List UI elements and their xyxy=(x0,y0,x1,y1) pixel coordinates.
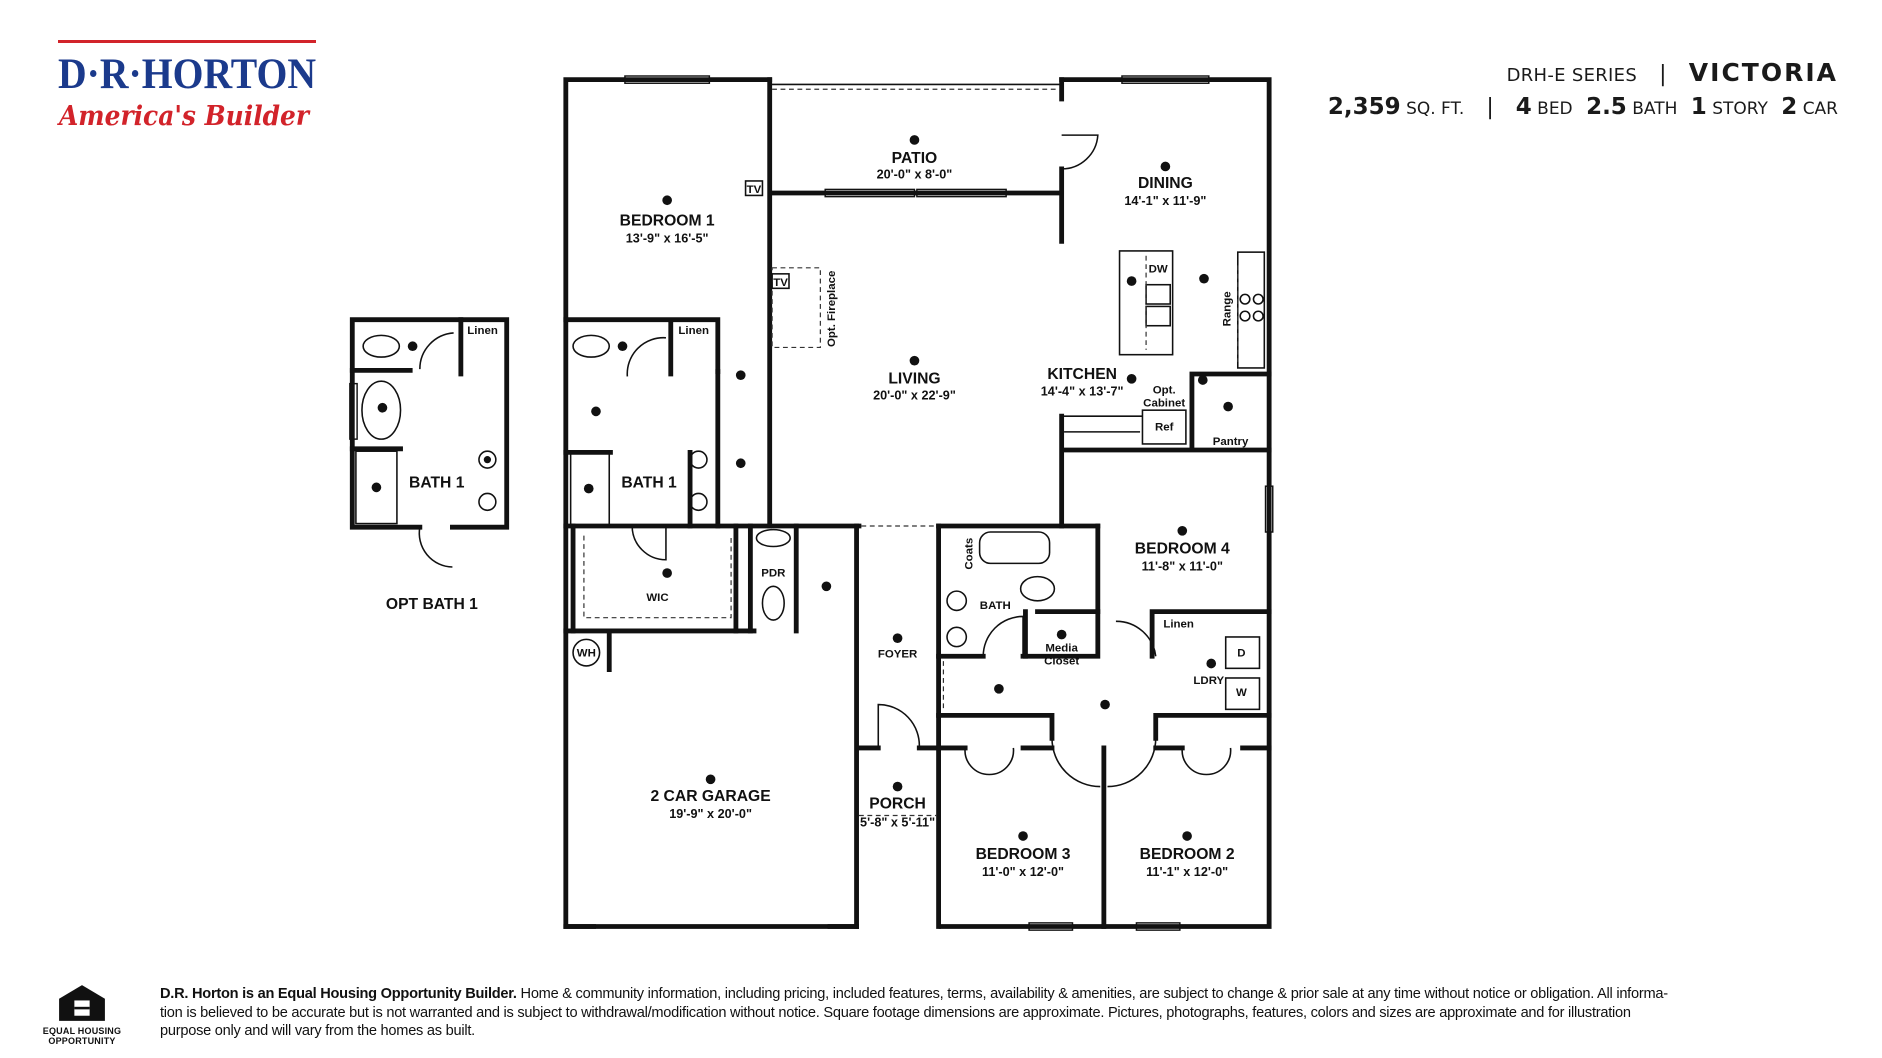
room-bedroom-3: BEDROOM 3 11'-0" x 12'-0" xyxy=(976,846,1071,879)
opt-bath-title: OPT BATH 1 xyxy=(386,596,478,613)
label-opt-cabinet: Cabinet xyxy=(1143,398,1185,410)
sqft-unit: SQ. FT. xyxy=(1406,99,1465,119)
label-linen: Linen xyxy=(1163,618,1194,630)
baths-value: 2.5 xyxy=(1586,94,1627,120)
equal-housing-icon xyxy=(59,985,105,1021)
label-bath-1: BATH 1 xyxy=(621,474,677,491)
room-dims: 20'-0" x 8'-0" xyxy=(877,168,953,182)
room-name: BEDROOM 3 xyxy=(976,846,1071,863)
room-dims: 5'-8" x 5'-11" xyxy=(860,815,935,829)
label-opt-fireplace: Opt. Fireplace xyxy=(826,271,838,347)
label-washer: W xyxy=(1236,687,1247,699)
label-media-closet: Media xyxy=(1045,642,1078,654)
room-dining: DINING 14'-1" x 11'-9" xyxy=(1124,175,1206,208)
walls xyxy=(349,77,1272,929)
room-garage: 2 CAR GARAGE 19'-9" x 20'-0" xyxy=(650,788,770,821)
room-dims: 11'-0" x 12'-0" xyxy=(982,865,1064,879)
beds-unit: BED xyxy=(1537,99,1573,119)
label-range: Range xyxy=(1222,291,1234,326)
series-label: DRH-E SERIES xyxy=(1506,65,1638,86)
room-bedroom-4: BEDROOM 4 11'-8" x 11'-0" xyxy=(1135,541,1230,574)
eho-label: EQUAL HOUSING xyxy=(42,1026,122,1036)
label-coats: Coats xyxy=(963,538,975,570)
label-foyer: FOYER xyxy=(878,648,918,660)
plan-header: DRH-E SERIES | VICTORIA 2,359 SQ. FT. | 4 BE… xyxy=(1328,58,1838,120)
label-opt-bath-room: BATH 1 xyxy=(409,474,465,491)
beds-value: 4 xyxy=(1515,94,1532,120)
logo-tagline: America's Builder xyxy=(56,101,310,132)
disclaimer: D.R. Horton is an Equal Housing Opportun… xyxy=(160,985,1840,1041)
label-pantry: Pantry xyxy=(1213,436,1249,448)
room-porch: PORCH 5'-8" x 5'-11" xyxy=(860,795,935,829)
disclaimer-line: purpose only and will vary from the home… xyxy=(160,1023,475,1039)
room-dims: 14'-1" x 11'-9" xyxy=(1124,194,1206,208)
separator: | xyxy=(1486,95,1494,120)
room-name: LIVING xyxy=(888,371,940,388)
disclaimer-bold: D.R. Horton is an Equal Housing Opportun… xyxy=(160,986,517,1002)
label-water-heater: WH xyxy=(577,647,596,659)
equal-housing-logo: EQUAL HOUSING OPPORTUNITY xyxy=(42,980,122,1046)
label-tv: TV xyxy=(773,277,788,289)
room-name: PATIO xyxy=(892,150,938,167)
room-name: DINING xyxy=(1138,175,1193,192)
room-name: BEDROOM 1 xyxy=(620,213,715,230)
garage-unit: CAR xyxy=(1802,99,1838,119)
ceiling-fixture-dots xyxy=(371,135,1233,841)
room-kitchen: KITCHEN 14'-4" x 13'-7" xyxy=(1041,366,1124,399)
stories-unit: STORY xyxy=(1712,99,1768,119)
room-dims: 13'-9" x 16'-5" xyxy=(626,231,709,245)
label-linen: Linen xyxy=(678,325,709,337)
room-bedroom-1: BEDROOM 113'-9" x 16'-5" xyxy=(620,213,715,246)
plan-name: VICTORIA xyxy=(1688,58,1838,87)
room-name: KITCHEN xyxy=(1047,366,1117,383)
label-pdr: PDR xyxy=(761,568,786,580)
label-wic: WIC xyxy=(646,592,668,604)
room-dims: 19'-9" x 20'-0" xyxy=(669,807,752,821)
room-name: BEDROOM 2 xyxy=(1140,846,1235,863)
baths-unit: BATH xyxy=(1632,99,1678,119)
label-ref: Ref xyxy=(1155,422,1174,434)
label-linen: Linen xyxy=(467,325,498,337)
eho-label: OPPORTUNITY xyxy=(48,1036,116,1046)
room-name: BEDROOM 4 xyxy=(1135,541,1230,558)
disclaimer-line: Home & community information, including … xyxy=(516,986,1669,1002)
label-bath: BATH xyxy=(980,600,1011,612)
room-name: PORCH xyxy=(869,795,926,812)
room-dims: 11'-8" x 11'-0" xyxy=(1142,560,1223,574)
label-opt-cabinet: Opt. xyxy=(1153,384,1176,396)
separator: | xyxy=(1659,62,1667,87)
label-dishwasher: DW xyxy=(1149,264,1168,276)
stories-value: 1 xyxy=(1690,94,1707,120)
label-laundry: LDRY xyxy=(1193,675,1224,687)
room-dims: 14'-4" x 13'-7" xyxy=(1041,385,1124,399)
opt-bath-1: BATH 1 Linen OPT BATH 1 xyxy=(386,325,498,613)
plan-specs: 2,359 SQ. FT. | 4 BED 2.5 BATH 1 STORY 2 C… xyxy=(1328,94,1838,120)
label-tv: TV xyxy=(747,184,762,196)
garage-value: 2 xyxy=(1781,94,1798,120)
room-dims: 11'-1" x 12'-0" xyxy=(1146,865,1228,879)
fixtures xyxy=(355,134,1266,817)
label-dryer: D xyxy=(1237,647,1245,659)
sqft-value: 2,359 xyxy=(1327,94,1401,120)
label-media-closet: Closet xyxy=(1044,656,1079,668)
room-bedroom-2: BEDROOM 2 11'-1" x 12'-0" xyxy=(1140,846,1235,879)
disclaimer-line: tion is believed to be accurate but is n… xyxy=(160,1004,1631,1021)
room-name: 2 CAR GARAGE xyxy=(650,788,770,805)
room-dims: 20'-0" x 22'-9" xyxy=(873,388,956,402)
logo-wordmark: D·R·HORTON xyxy=(58,51,316,98)
dr-horton-logo: D·R·HORTON America's Builder xyxy=(56,40,316,132)
